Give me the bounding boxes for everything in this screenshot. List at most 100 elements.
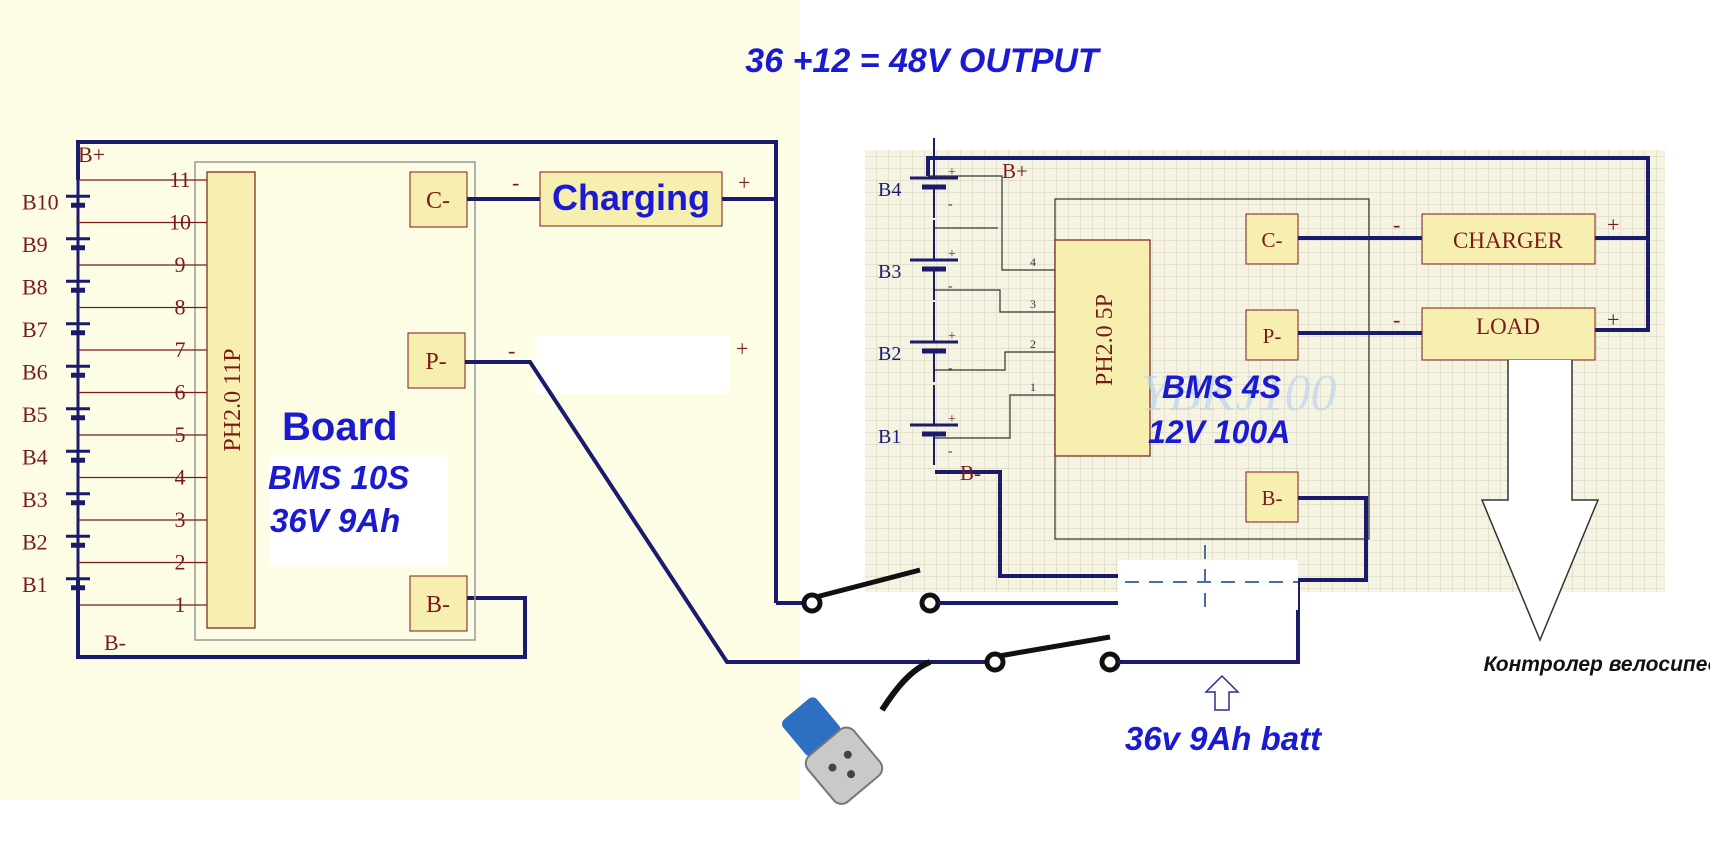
pin-number: 11	[169, 167, 190, 192]
cell-plus-sign: +	[948, 247, 956, 262]
right-b-plus-wire	[926, 156, 1650, 332]
pin-number: 1	[1030, 380, 1036, 394]
left-spec-line1: BMS 10S	[268, 459, 409, 496]
board-outline	[194, 161, 476, 641]
right-port-c-minus	[1245, 213, 1299, 265]
battery-cell-icon	[66, 322, 90, 336]
port-p-label: P-	[425, 349, 446, 375]
cell-label: B4	[878, 179, 901, 201]
watermark-logo: YBKJ100	[1140, 365, 1336, 422]
battery-cell-icon	[910, 385, 958, 465]
battery-cell-icon	[910, 220, 958, 300]
cell-plus-sign: +	[948, 165, 956, 180]
cell-label: B4	[22, 444, 48, 469]
right-port-b-minus	[1245, 471, 1299, 523]
cell-label: B10	[22, 189, 59, 214]
cell-minus-sign: -	[948, 279, 953, 294]
left-bms-section: PH2.0 11P 1110987654321B10B9B8B7B6B5B4B3…	[22, 140, 990, 664]
right-cell-stack: +-B4+-B3+-B2+-B1	[878, 138, 958, 465]
battery-cell-icon	[66, 364, 90, 378]
port-b-minus	[409, 575, 468, 632]
pin-number: 3	[175, 507, 186, 532]
cell-label: B1	[878, 426, 901, 448]
battery-cell-icon	[66, 449, 90, 463]
down-arrow-icon	[1480, 360, 1600, 642]
battery-cell-icon	[66, 237, 90, 251]
port-c-minus	[409, 171, 468, 228]
load-label: LOAD	[1476, 314, 1540, 339]
balance-wires	[928, 175, 1055, 439]
pin-number: 9	[175, 252, 186, 277]
cell-label: B7	[22, 317, 48, 342]
pin-number: 8	[175, 295, 186, 320]
left-spec-line2: 36V 9Ah	[270, 502, 400, 539]
charger-plus: +	[1607, 212, 1619, 237]
battery-cell-icon	[910, 302, 958, 382]
xlr-plug-icon	[782, 659, 932, 805]
pin-number: 4	[175, 465, 186, 490]
battery-cell-icon	[66, 534, 90, 548]
load-minus: -	[1393, 307, 1400, 332]
charging-plus: +	[738, 170, 750, 195]
battery-cell-icon	[66, 577, 90, 591]
cell-label: B2	[878, 343, 901, 365]
board-label: Board	[282, 405, 398, 449]
port-b-label: B-	[426, 592, 450, 618]
battery-dashed-link	[1125, 545, 1298, 610]
right-b-minus-label: B-	[960, 461, 981, 485]
b-plus-label: B+	[78, 142, 105, 167]
cell-minus-sign: -	[948, 444, 953, 459]
p-minus-sign: -	[508, 338, 515, 363]
pin-number: 5	[175, 422, 186, 447]
right-port-c-label: C-	[1262, 228, 1283, 252]
right-b-plus-label: B+	[1002, 159, 1028, 183]
pin-number: 3	[1030, 297, 1036, 311]
left-panel-bg	[0, 0, 800, 800]
cell-minus-sign: -	[948, 361, 953, 376]
pin-number: 2	[1030, 337, 1036, 351]
battery-cell-icon	[66, 407, 90, 421]
cell-label: B3	[22, 487, 48, 512]
battery-cell-icon	[66, 492, 90, 506]
connector-ph2-11p	[206, 171, 256, 629]
battery-cell-icon	[66, 194, 90, 208]
right-port-p-label: P-	[1263, 324, 1282, 348]
cell-plus-sign: +	[948, 412, 956, 427]
right-port-p-minus	[1245, 309, 1299, 361]
right-b-minus-wire	[935, 470, 1118, 578]
pin-number: 6	[175, 380, 186, 405]
switch-icon	[984, 634, 1121, 673]
pin-number: 10	[169, 210, 191, 235]
battery-cell-icon	[66, 279, 90, 293]
charging-minus: -	[512, 170, 519, 195]
cell-label: B2	[22, 529, 48, 554]
cell-label: B9	[22, 232, 48, 257]
pin-number: 7	[175, 337, 186, 362]
page-title: 36 +12 = 48V OUTPUT	[745, 42, 1102, 80]
b-minus-wire	[76, 578, 527, 659]
cell-label: B8	[22, 274, 48, 299]
right-spec-line2: 12V 100A	[1148, 414, 1290, 450]
switch-icon	[801, 567, 941, 614]
battery-cell-icon	[910, 138, 958, 218]
p-plus-sign: +	[736, 336, 748, 361]
right-spec-line1: BMS 4S	[1162, 369, 1282, 405]
cell-label: B1	[22, 572, 48, 597]
battery-link-blank	[1118, 560, 1298, 610]
charging-box	[539, 171, 723, 227]
switch-section: 36v 9Ah batt	[776, 545, 1323, 805]
b-minus-label: B-	[104, 630, 126, 655]
charger-minus: -	[1393, 212, 1400, 237]
p-minus-wire	[465, 360, 990, 664]
battery-label: 36v 9Ah batt	[1125, 720, 1323, 757]
up-arrow-icon	[1204, 674, 1240, 711]
connector-label: PH2.0 11P	[220, 348, 246, 451]
right-port-b-label: B-	[1262, 486, 1283, 510]
charger-label: CHARGER	[1453, 228, 1564, 253]
cell-plus-sign: +	[948, 329, 956, 344]
cell-label: B6	[22, 359, 48, 384]
port-c-label: C-	[426, 188, 450, 214]
